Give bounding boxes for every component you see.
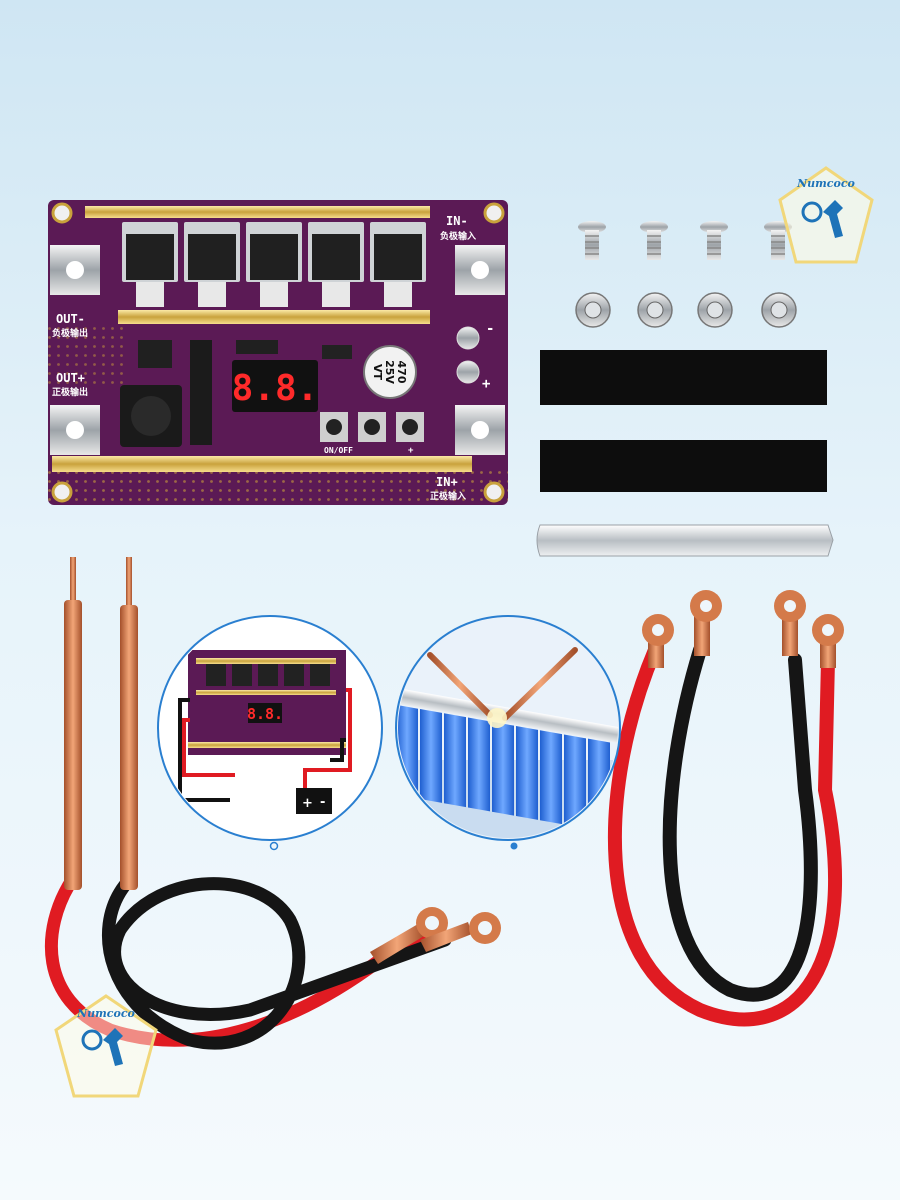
gear-icon xyxy=(801,201,823,223)
spot-welder-board: 8.8. 470 25V VT ON/OFF + - + IN- 负极输入 OU… xyxy=(48,200,508,505)
logo-text: Numcoco xyxy=(76,1007,135,1020)
ring-lug xyxy=(420,912,501,952)
logo-text: Numcoco xyxy=(796,177,855,190)
carousel-dot-active[interactable] xyxy=(510,842,518,850)
label-out-minus: OUT- xyxy=(56,312,85,326)
wiring-inset: 8.8. + - xyxy=(157,615,383,841)
ic-chip xyxy=(190,340,212,445)
battery-cables xyxy=(607,590,844,1027)
chip xyxy=(138,340,172,368)
battery-icon xyxy=(296,788,332,814)
pad-hole xyxy=(471,261,489,279)
label-in-plus: IN+ xyxy=(436,475,458,489)
pad-hole xyxy=(66,261,84,279)
weld-spark xyxy=(487,708,507,728)
battery-minus: - xyxy=(320,795,325,810)
capacitor xyxy=(363,345,417,399)
busbar-mid xyxy=(118,310,430,324)
screws xyxy=(578,221,792,260)
terminal-plus xyxy=(456,360,480,384)
busbar-bottom xyxy=(52,456,472,472)
nuts xyxy=(575,292,797,328)
brand-logo-watermark: Numcoco xyxy=(54,994,158,1098)
carousel-dot[interactable] xyxy=(269,841,279,851)
cable-red xyxy=(607,643,843,1027)
pen-rod-left xyxy=(64,600,82,890)
ring-lug xyxy=(774,590,806,656)
welding-inset xyxy=(395,615,621,841)
brand-logo-watermark: Numcoco xyxy=(778,166,874,264)
gear-icon xyxy=(81,1029,103,1051)
chip xyxy=(322,345,352,359)
mounting-hole xyxy=(483,202,505,224)
mounting-hole xyxy=(483,481,505,503)
pen-rod-right xyxy=(120,605,138,890)
ring-lug xyxy=(370,907,448,964)
label-in-minus: IN- xyxy=(446,214,468,228)
mounting-hole xyxy=(51,202,73,224)
chip xyxy=(236,340,278,354)
pen-tip xyxy=(126,557,132,612)
terminal-minus xyxy=(456,326,480,350)
terminal-minus-mark: - xyxy=(486,321,494,337)
label-out-minus-cn: 负极输出 xyxy=(52,327,88,339)
inset-display: 8.8. xyxy=(247,705,283,723)
pcb-holes-bottom xyxy=(48,470,508,505)
insulation-tape-2 xyxy=(540,440,827,492)
capacitor-value: 470 xyxy=(395,361,408,384)
busbar-top xyxy=(85,206,430,218)
switch-label: ON/OFF xyxy=(324,446,353,455)
pen-tip xyxy=(70,557,76,607)
buzzer-face xyxy=(131,396,171,436)
battery-plus: + xyxy=(302,796,313,811)
button-plus-label: + xyxy=(408,446,414,456)
label-out-plus-cn: 正极输出 xyxy=(52,386,88,398)
label-in-minus-cn: 负极输入 xyxy=(440,230,476,242)
pcb-holes-left xyxy=(48,325,123,385)
wrench-icon xyxy=(103,1028,123,1066)
cable-black xyxy=(662,643,818,1002)
capacitor-code: VT xyxy=(371,364,384,381)
led-display xyxy=(232,360,318,412)
insulation-tape-1 xyxy=(540,350,827,405)
pad-hole xyxy=(66,421,84,439)
label-in-plus-cn: 正极输入 xyxy=(430,490,466,502)
label-out-plus: OUT+ xyxy=(56,371,85,385)
pad-hole xyxy=(471,421,489,439)
ring-lug xyxy=(812,614,844,668)
terminal-plus-mark: + xyxy=(482,376,490,392)
pen-wire-black xyxy=(102,877,452,1050)
mounting-hole xyxy=(51,481,73,503)
led-display-value: 8.8. xyxy=(232,368,319,409)
capacitor-voltage: 25V xyxy=(383,360,396,384)
ring-lug xyxy=(690,590,722,656)
wrench-icon xyxy=(823,200,843,238)
ring-lug xyxy=(642,614,674,668)
mosfet-row xyxy=(122,222,426,307)
nickel-strip xyxy=(536,524,834,557)
